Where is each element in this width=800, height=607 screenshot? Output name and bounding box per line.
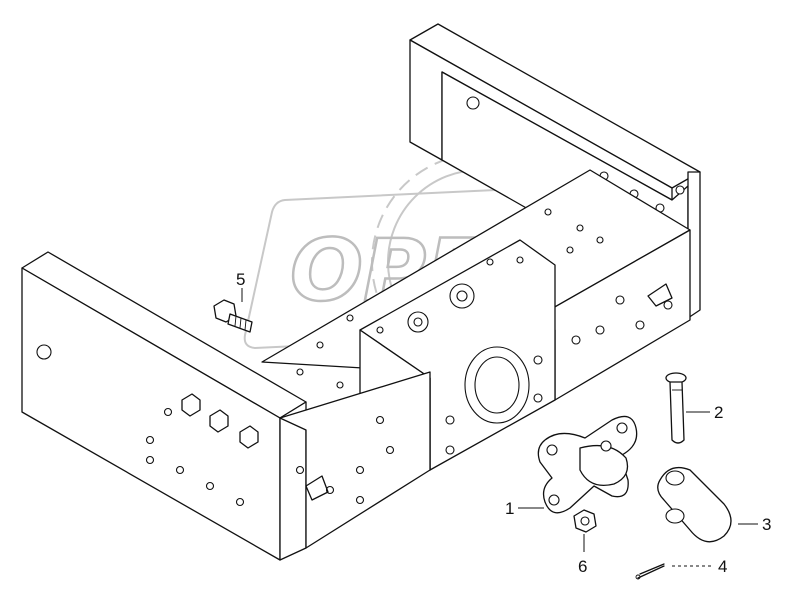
- side-lug: [647, 283, 673, 307]
- center-bore: [474, 356, 520, 414]
- part-4-cotter-pin: [635, 563, 712, 580]
- flange-hole: [546, 444, 558, 456]
- bolt-hole: [635, 320, 645, 330]
- bolt-hole: [675, 185, 685, 195]
- bolt-hole: [346, 314, 354, 322]
- bolt-hole: [663, 300, 673, 310]
- flange-hole: [616, 422, 628, 434]
- shackle-eye: [665, 470, 685, 486]
- bolt-hole: [145, 435, 155, 445]
- bolt-hole: [376, 326, 384, 334]
- shackle-eye: [665, 508, 685, 524]
- bolt-hole: [205, 481, 215, 491]
- bolt-hole: [445, 415, 455, 425]
- part-3-shackle: [657, 466, 758, 543]
- main-crossmember: [261, 169, 691, 471]
- bolt-hole: [355, 465, 365, 475]
- callout-2-label: 2: [714, 403, 723, 422]
- hex-nut: [239, 425, 259, 449]
- bolt-hole: [576, 224, 584, 232]
- bolt-hole: [36, 344, 52, 360]
- callout-1-label: 1: [505, 499, 514, 518]
- hex-nut: [209, 409, 229, 433]
- left-upright-channel: [21, 251, 431, 561]
- part-5-bolt: [213, 288, 253, 333]
- bolt-hole: [175, 465, 185, 475]
- bolt-shank: [227, 313, 253, 333]
- callout-6-label: 6: [578, 557, 587, 576]
- bolt-hole: [375, 415, 385, 425]
- socket-bore: [600, 440, 612, 452]
- bolt-hole: [296, 368, 304, 376]
- bolt-hole: [544, 208, 552, 216]
- callout-5-label: 5: [236, 270, 245, 289]
- top-plate-bore-inner: [413, 317, 423, 327]
- hex-nut: [181, 393, 201, 417]
- callout-4-label: 4: [718, 557, 727, 576]
- top-plate-bore-inner: [456, 290, 468, 302]
- callout-3-label: 3: [762, 515, 771, 534]
- bolt-hole: [445, 445, 455, 455]
- bolt-hole: [486, 258, 494, 266]
- bolt-hole: [145, 455, 155, 465]
- bolt-hole: [615, 295, 625, 305]
- bolt-hole: [235, 497, 245, 507]
- bolt-hole: [533, 355, 543, 365]
- part-6-nut: [573, 509, 597, 552]
- part-2-pin: [665, 372, 710, 444]
- bolt-hole: [336, 381, 344, 389]
- bolt-hole: [596, 236, 604, 244]
- part-1-hitch-flange: [518, 415, 638, 514]
- bolt-hole: [466, 96, 480, 110]
- bolt-hole: [595, 325, 605, 335]
- bolt-hole: [163, 407, 173, 417]
- bolt-hole: [533, 393, 543, 403]
- flange-hole: [548, 494, 560, 506]
- bolt-hole: [316, 341, 324, 349]
- bolt-hole: [566, 246, 574, 254]
- bolt-hole: [516, 256, 524, 264]
- bolt-hole: [355, 495, 365, 505]
- side-lug: [305, 475, 329, 501]
- bolt-thread: [234, 315, 247, 331]
- bolt-hole: [571, 335, 581, 345]
- bolt-hole: [385, 445, 395, 455]
- nut-bore: [580, 516, 590, 526]
- bolt-hole: [295, 465, 305, 475]
